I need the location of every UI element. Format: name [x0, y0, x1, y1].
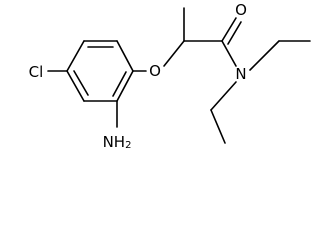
molecule-drawing: Cl NH2 O O N	[29, 1, 311, 151]
bond-n-ethyl1-a	[249, 40, 280, 71]
ring-bond-2	[116, 40, 134, 72]
bond-n-ethyl2-a	[210, 81, 237, 111]
bond-c-o-double-2	[227, 21, 242, 45]
benzene-ring	[66, 40, 134, 102]
atom-o-ether: O	[149, 62, 161, 80]
atom-nh2: NH2	[103, 133, 132, 151]
nh2-main-label: NH	[103, 133, 126, 151]
ring-bond-5-inner	[73, 70, 89, 96]
bond-n-ethyl2-b	[210, 109, 226, 144]
atom-o-carbonyl: O	[235, 1, 247, 19]
bond-c-o-double-1	[221, 17, 237, 42]
ring-bond-5	[66, 70, 85, 102]
ring-bond-3	[116, 70, 134, 102]
structure-diagram: Cl NH2 O O N	[29, 1, 311, 151]
bond-c-n	[221, 40, 237, 67]
bond-o-ch	[163, 40, 185, 67]
atom-n-amide: N	[235, 65, 246, 83]
ring-bond-6	[66, 40, 85, 72]
atom-cl: Cl	[29, 63, 44, 81]
nh2-subscript: 2	[125, 140, 131, 151]
ring-bond-3-inner	[112, 71, 127, 97]
